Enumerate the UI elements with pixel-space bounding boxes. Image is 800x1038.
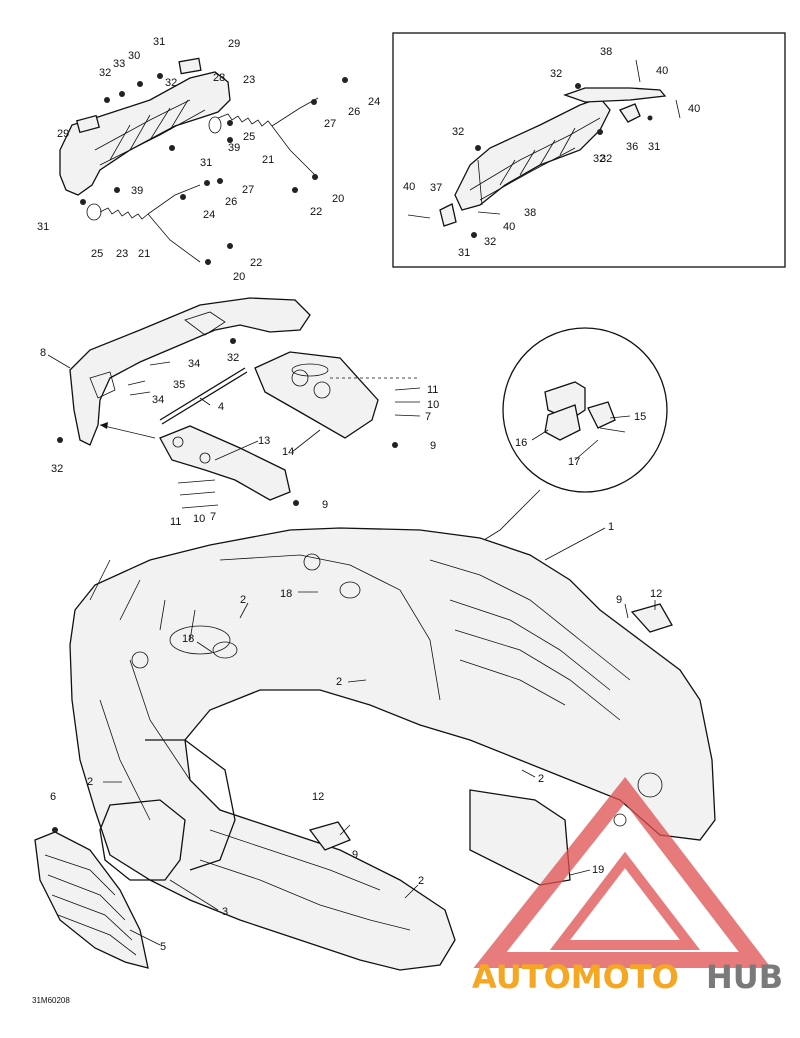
- callout-36: 36: [626, 141, 638, 153]
- callout-2: 2: [418, 875, 424, 887]
- callout-7: 7: [210, 511, 216, 523]
- inset-detail-box: [392, 32, 786, 268]
- callout-23: 23: [116, 248, 128, 260]
- grille-panel: [34, 827, 149, 969]
- callout-9: 9: [322, 499, 328, 511]
- callout-26: 26: [225, 196, 237, 208]
- foam-pad: [469, 789, 571, 886]
- callout-labels: 1 2 2 2 2 2 3 4 5 6 7 7 8 9 9 9 9 10 10 …: [37, 36, 700, 953]
- callout-21: 21: [262, 154, 274, 166]
- leader-lines: [47, 354, 656, 946]
- callout-30: 30: [128, 50, 140, 62]
- callout-38: 38: [600, 46, 612, 58]
- callout-40: 40: [688, 103, 700, 115]
- watermark-text-automoto: AUTOMOTO: [472, 958, 679, 996]
- main-belly-pan: [69, 527, 716, 971]
- callout-10: 10: [427, 399, 439, 411]
- triangle-logo-icon: [473, 776, 772, 968]
- callout-29: 29: [228, 38, 240, 50]
- callout-8: 8: [40, 347, 46, 359]
- callout-9: 9: [430, 440, 436, 452]
- callout-32: 32: [484, 236, 496, 248]
- callout-29: 29: [57, 128, 69, 140]
- callout-11: 11: [170, 516, 181, 528]
- callout-14: 14: [282, 446, 294, 458]
- callout-18: 18: [182, 633, 194, 645]
- callout-40: 40: [656, 65, 668, 77]
- callout-34: 34: [152, 394, 164, 406]
- callout-32: 32: [99, 67, 111, 79]
- callout-17: 17: [568, 456, 580, 468]
- callout-15: 15: [634, 411, 646, 423]
- callout-2: 2: [538, 773, 544, 785]
- diagram-reference-code: 31M60208: [32, 996, 70, 1005]
- callout-2: 2: [240, 594, 246, 606]
- callout-35: 35: [173, 379, 185, 391]
- callout-3: 3: [222, 906, 228, 918]
- callout-12: 12: [650, 588, 662, 600]
- callout-19: 19: [592, 864, 604, 876]
- callout-39: 39: [131, 185, 143, 197]
- callout-40: 40: [503, 221, 515, 233]
- callout-1: 1: [608, 521, 614, 533]
- callout-40: 40: [403, 181, 415, 193]
- callout-27: 27: [242, 184, 254, 196]
- callout-38: 38: [524, 207, 536, 219]
- callout-32: 32: [227, 352, 239, 364]
- callout-32: 32: [165, 77, 177, 89]
- callout-27: 27: [324, 118, 336, 130]
- top-left-bracket-assembly: [59, 57, 348, 265]
- callout-31: 31: [648, 141, 660, 153]
- round-panel: [99, 739, 236, 881]
- callout-32: 32: [593, 153, 605, 165]
- callout-2: 2: [87, 776, 93, 788]
- callout-22: 22: [310, 206, 322, 218]
- watermark-text-hub: HUB: [706, 958, 783, 996]
- callout-23: 23: [243, 74, 255, 86]
- callout-31: 31: [200, 157, 212, 169]
- callout-28: 28: [213, 72, 225, 84]
- callout-6: 6: [50, 791, 56, 803]
- callout-9: 9: [616, 594, 622, 606]
- callout-20: 20: [332, 193, 344, 205]
- callout-21: 21: [138, 248, 150, 260]
- callout-20: 20: [233, 271, 245, 283]
- callout-25: 25: [91, 248, 103, 260]
- callout-32: 32: [452, 126, 464, 138]
- callout-18: 18: [280, 588, 292, 600]
- watermark-logo: [473, 776, 772, 968]
- callout-31: 31: [458, 247, 470, 259]
- callout-10: 10: [193, 513, 205, 525]
- callout-9: 9: [352, 849, 358, 861]
- callout-24: 24: [368, 96, 380, 108]
- callout-26: 26: [348, 106, 360, 118]
- callout-32: 32: [51, 463, 63, 475]
- callout-7: 7: [425, 411, 431, 423]
- callout-5: 5: [160, 941, 166, 953]
- callout-11: 11: [427, 384, 438, 396]
- callout-39: 39: [228, 142, 240, 154]
- callout-16: 16: [515, 437, 527, 449]
- callout-4: 4: [218, 401, 224, 413]
- callout-12: 12: [312, 791, 324, 803]
- callout-22: 22: [250, 257, 262, 269]
- callout-34: 34: [188, 358, 200, 370]
- callout-25: 25: [243, 131, 255, 143]
- callout-37: 37: [430, 182, 442, 194]
- callout-24: 24: [203, 209, 215, 221]
- callout-32: 32: [550, 68, 562, 80]
- callout-31: 31: [153, 36, 165, 48]
- callout-31: 31: [37, 221, 49, 233]
- detail-circle: [359, 327, 668, 601]
- callout-2: 2: [336, 676, 342, 688]
- callout-33: 33: [113, 58, 125, 70]
- callout-13: 13: [258, 435, 270, 447]
- middle-bumper-assembly: [57, 297, 421, 509]
- callout-32: 32: [600, 153, 612, 165]
